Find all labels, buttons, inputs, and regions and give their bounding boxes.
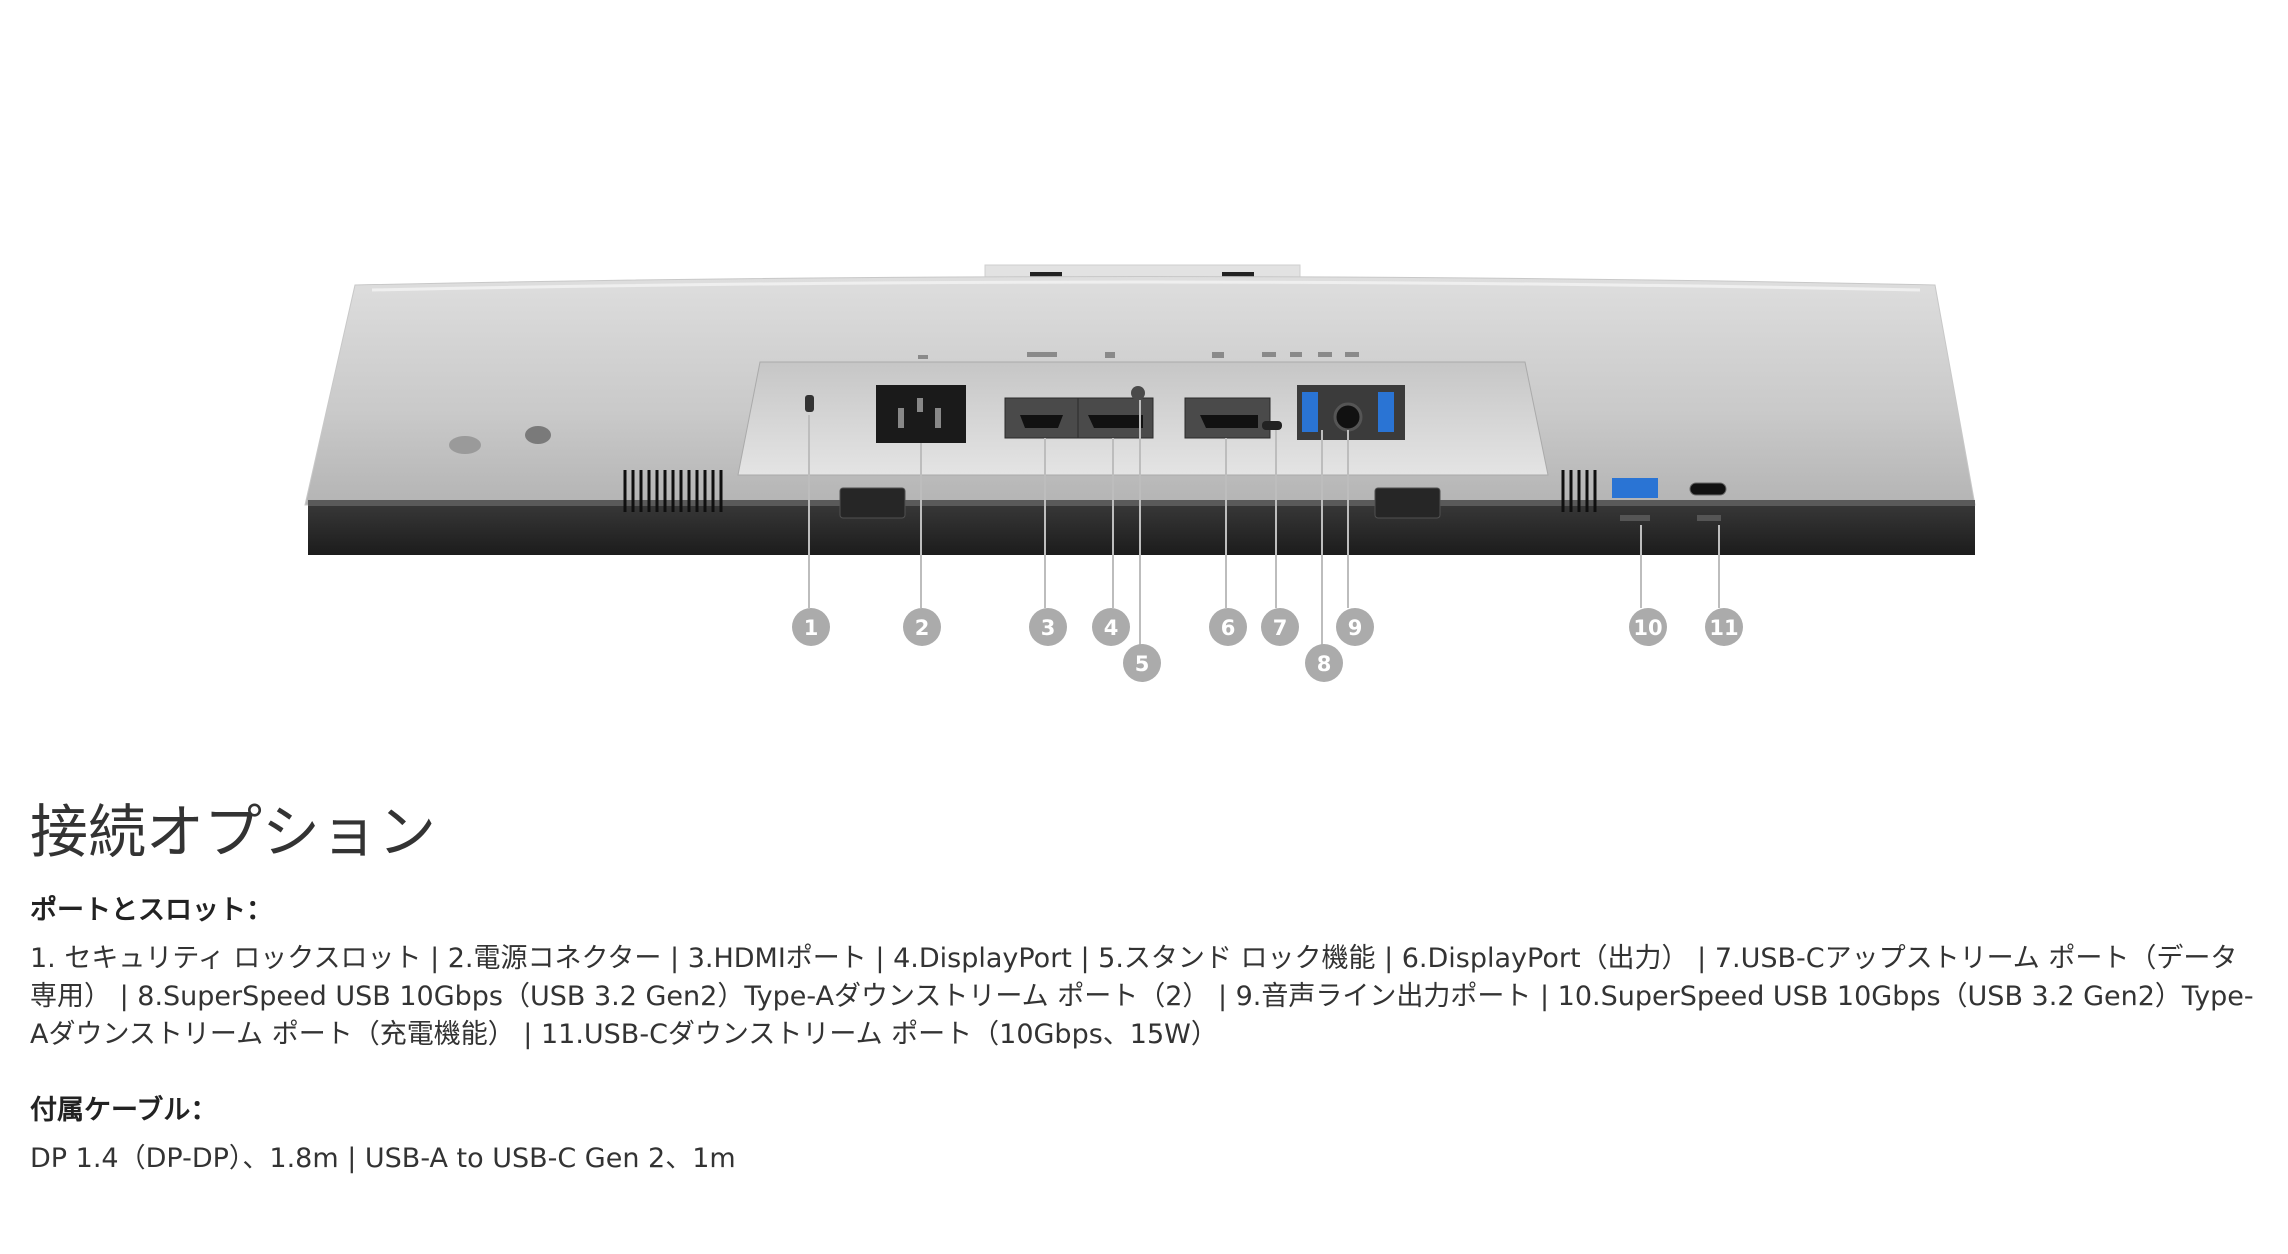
svg-text:6: 6 <box>1221 616 1236 640</box>
callout-6: 6 <box>1209 608 1247 646</box>
hdmi-port <box>1004 397 1081 439</box>
cables-description: DP 1.4（DP-DP）、1.8m | USB-A to USB-C Gen … <box>30 1142 736 1174</box>
callout-4: 4 <box>1092 608 1130 646</box>
vent-left <box>623 470 723 512</box>
connectivity-section: 接続オプション ポートとスロット： 1. セキュリティ ロックスロット | 2.… <box>30 798 2260 1178</box>
svg-text:9: 9 <box>1348 616 1363 640</box>
displayport-in <box>1077 397 1154 439</box>
callout-5: 5 <box>1123 644 1161 682</box>
displayport-out <box>1184 397 1271 439</box>
security-lock-slot <box>805 395 814 412</box>
ports-heading: ポートとスロット： <box>30 894 273 926</box>
audio-line-out <box>1333 402 1363 432</box>
callout-1: 1 <box>792 608 830 646</box>
svg-text:2: 2 <box>915 616 930 640</box>
usb-c-quick-access <box>1689 482 1727 521</box>
section-title: 接続オプション <box>30 798 437 866</box>
stand-lock <box>1131 386 1145 400</box>
usb-a-quick-access <box>1612 478 1658 521</box>
callout-3: 3 <box>1029 608 1067 646</box>
callout-8: 8 <box>1305 644 1343 682</box>
cables-heading: 付属ケーブル： <box>30 1094 218 1126</box>
monitor-rear-view: 1 2 3 4 5 6 7 8 9 10 11 <box>304 264 1976 682</box>
vent-right <box>1561 470 1597 512</box>
usb-a-downstream-1 <box>1302 392 1318 432</box>
svg-text:5: 5 <box>1135 652 1150 676</box>
usb-c-upstream <box>1262 421 1282 430</box>
svg-text:10: 10 <box>1633 616 1662 640</box>
power-connector <box>876 385 966 443</box>
callout-9: 9 <box>1336 608 1374 646</box>
svg-text:1: 1 <box>804 616 819 640</box>
monitor-bezel <box>308 500 1975 555</box>
callout-7: 7 <box>1261 608 1299 646</box>
svg-text:8: 8 <box>1317 652 1332 676</box>
svg-text:4: 4 <box>1104 616 1119 640</box>
callout-11: 11 <box>1705 608 1743 646</box>
svg-text:11: 11 <box>1709 616 1738 640</box>
svg-text:3: 3 <box>1041 616 1056 640</box>
callout-2: 2 <box>903 608 941 646</box>
usb-a-downstream-2 <box>1378 392 1394 432</box>
callout-10: 10 <box>1629 608 1667 646</box>
monitor-illustration: 1 2 3 4 5 6 7 8 9 10 11 <box>304 264 1976 682</box>
ports-description: 1. セキュリティ ロックスロット | 2.電源コネクター | 3.HDMIポー… <box>30 942 2254 1050</box>
svg-text:7: 7 <box>1273 616 1288 640</box>
